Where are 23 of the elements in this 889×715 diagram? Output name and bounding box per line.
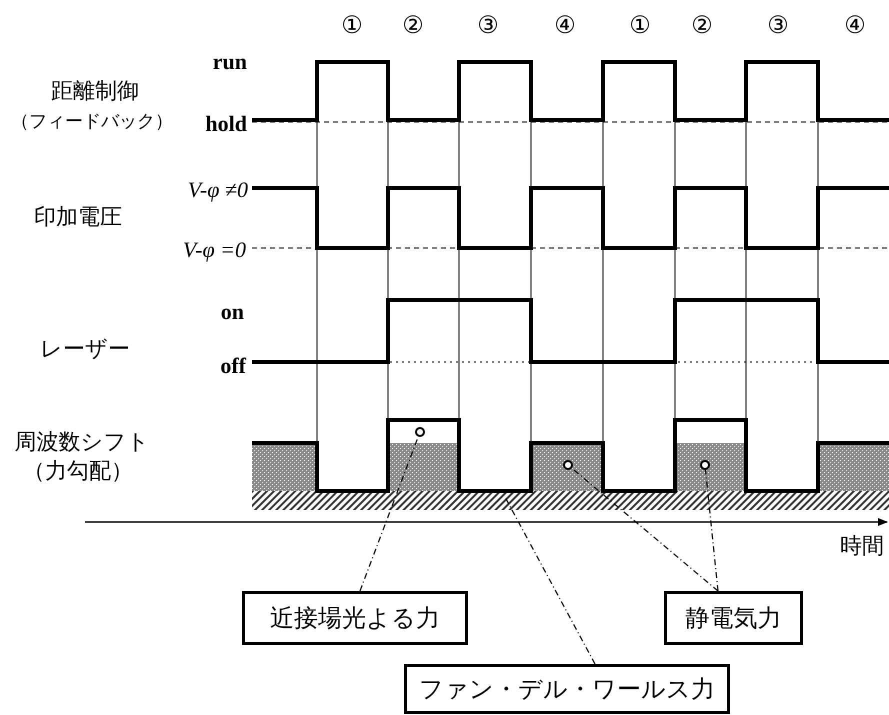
signal-label: レーザー (40, 339, 130, 361)
signal-label: （フィードバック） (11, 113, 173, 131)
callout-box: 近接場光よる力 (242, 591, 468, 645)
circled-number: ① (629, 13, 651, 37)
callout-box: ファン・デル・ワールス力 (404, 664, 730, 714)
signal-label: （力勾配） (23, 461, 133, 483)
dot-marker (415, 427, 425, 437)
circled-number: ④ (554, 13, 576, 37)
circled-number: ④ (844, 13, 866, 37)
level-label: V-φ ≠0 (188, 179, 248, 201)
circled-number: ② (402, 13, 424, 37)
leader-line (571, 468, 718, 592)
circled-number: ③ (477, 13, 499, 37)
signal-label: 周波数シフト (14, 432, 150, 454)
signal-label: 印加電圧 (34, 207, 122, 229)
signal-label: 距離制御 (51, 81, 139, 103)
level-label: V-φ =0 (182, 239, 246, 261)
circled-number: ③ (767, 13, 789, 37)
callout-box: 静電気力 (664, 591, 803, 645)
axis-label: 時間 (840, 536, 884, 558)
leader-line (504, 496, 596, 664)
circled-number: ② (691, 13, 713, 37)
circled-number: ① (341, 13, 363, 37)
